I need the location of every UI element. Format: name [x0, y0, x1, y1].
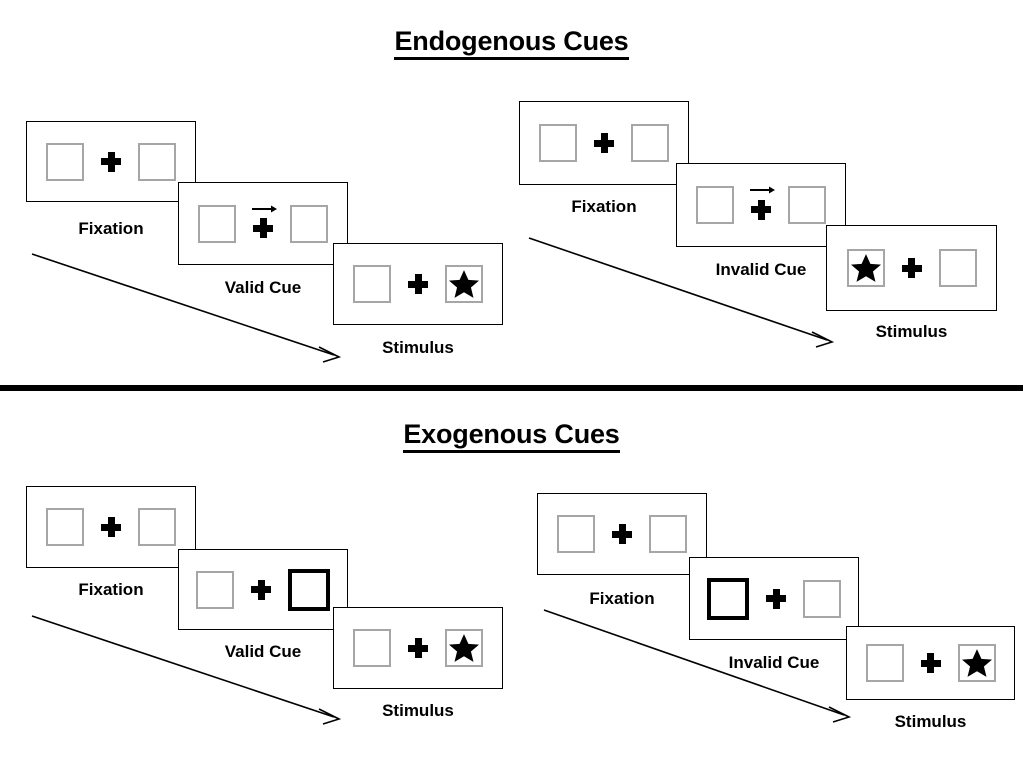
section-title-exogenous: Exogenous Cues [0, 419, 1023, 453]
fixation-center [248, 571, 274, 609]
panel-content [353, 629, 483, 667]
fixation-cross-icon [101, 151, 121, 172]
panel-label-endo-invalid-fixation: Fixation [571, 197, 637, 216]
section-divider [0, 385, 1023, 391]
left-placeholder-square [353, 629, 391, 667]
panel-content [539, 124, 669, 162]
panel-content [557, 515, 687, 553]
left-placeholder-square [198, 204, 236, 243]
panel-content [198, 204, 328, 243]
panel-content [196, 568, 330, 611]
panel-label-endo-invalid-cue: Invalid Cue [715, 260, 807, 279]
right-placeholder-square [631, 124, 669, 162]
fixation-center [405, 629, 431, 667]
left-placeholder-square [865, 644, 904, 682]
panel-label-endo-valid-cue: Valid Cue [224, 278, 302, 297]
panel-endo-invalid-fixation [519, 101, 689, 185]
panel-label-exo-valid-cue: Valid Cue [224, 642, 302, 661]
right-placeholder-square [138, 142, 176, 181]
section-title-endogenous: Endogenous Cues [0, 26, 1023, 60]
right-target-square [445, 629, 483, 667]
fixation-cross-icon [101, 517, 121, 537]
star-target-icon [961, 649, 992, 677]
star-target-icon [448, 270, 480, 298]
right-target-square [957, 644, 996, 682]
fixation-center [899, 249, 925, 287]
panel-endo-valid-fixation [26, 121, 196, 202]
right-placeholder-square [938, 249, 977, 287]
panel-content [353, 265, 483, 303]
panel-endo-invalid-cue [676, 163, 846, 247]
star-target-icon [448, 634, 480, 662]
fixation-center [763, 580, 789, 618]
panel-content [865, 644, 996, 682]
right-cued-square [288, 568, 330, 611]
fixation-cross-icon [253, 218, 273, 238]
panel-exo-valid-stimulus [333, 607, 503, 689]
fixation-center [250, 205, 277, 243]
left-placeholder-square [196, 570, 234, 609]
panel-label-exo-invalid-cue: Invalid Cue [728, 653, 820, 672]
right-placeholder-square [290, 204, 328, 243]
fixation-center [918, 644, 944, 682]
right-placeholder-square [803, 579, 841, 618]
panel-label-exo-valid-fixation: Fixation [78, 580, 144, 599]
sequence-arrow-endogenous-invalid [528, 237, 835, 348]
sequence-arrow-exogenous-valid [31, 615, 342, 725]
panel-label-endo-valid-stimulus: Stimulus [382, 338, 454, 357]
fixation-cross-icon [766, 588, 786, 609]
right-target-square [445, 265, 483, 303]
fixation-center [748, 186, 775, 224]
fixation-center [98, 508, 124, 546]
right-placeholder-square [649, 515, 687, 553]
panel-label-exo-valid-stimulus: Stimulus [382, 701, 454, 720]
panel-endo-valid-cue [178, 182, 348, 265]
left-placeholder-square [539, 124, 577, 162]
panel-endo-valid-stimulus [333, 243, 503, 325]
right-placeholder-square [138, 508, 176, 546]
panel-label-endo-invalid-stimulus: Stimulus [875, 322, 948, 341]
right-placeholder-square [788, 186, 826, 224]
panel-content [696, 186, 826, 224]
section-title-endogenous-text: Endogenous Cues [394, 26, 629, 60]
fixation-cross-icon [612, 524, 632, 544]
fixation-cross-icon [920, 653, 941, 673]
fixation-cross-icon [251, 579, 271, 600]
panel-label-exo-invalid-stimulus: Stimulus [894, 712, 967, 731]
panel-endo-invalid-stimulus [826, 225, 997, 311]
left-placeholder-square [696, 186, 734, 224]
fixation-cross-icon [901, 258, 922, 278]
panel-content [46, 142, 176, 181]
fixation-center [98, 143, 124, 181]
panel-exo-invalid-stimulus [846, 626, 1015, 700]
section-title-exogenous-text: Exogenous Cues [403, 419, 620, 453]
panel-exo-invalid-fixation [537, 493, 707, 575]
left-cued-square [707, 577, 749, 620]
fixation-center [609, 515, 635, 553]
panel-exo-valid-fixation [26, 486, 196, 568]
left-placeholder-square [353, 265, 391, 303]
panel-content [846, 249, 977, 287]
fixation-cross-icon [594, 133, 614, 153]
left-placeholder-square [46, 142, 84, 181]
panel-exo-invalid-cue [689, 557, 859, 640]
panel-exo-valid-cue [178, 549, 348, 630]
fixation-cross-icon [408, 274, 428, 294]
panel-label-exo-invalid-fixation: Fixation [589, 589, 655, 608]
sequence-arrow-endogenous-valid [31, 253, 342, 363]
left-target-square [846, 249, 885, 287]
fixation-cross-icon [751, 199, 771, 220]
fixation-center [405, 265, 431, 303]
panel-label-endo-valid-fixation: Fixation [78, 219, 144, 238]
cue-arrow-right-icon [750, 186, 775, 194]
panel-content [46, 508, 176, 546]
fixation-cross-icon [408, 638, 428, 658]
cue-arrow-right-icon [252, 205, 277, 212]
sequence-arrow-exogenous-invalid [543, 609, 852, 723]
left-placeholder-square [46, 508, 84, 546]
star-target-icon [850, 254, 881, 282]
left-placeholder-square [557, 515, 595, 553]
panel-content [707, 577, 841, 620]
fixation-center [591, 124, 617, 162]
